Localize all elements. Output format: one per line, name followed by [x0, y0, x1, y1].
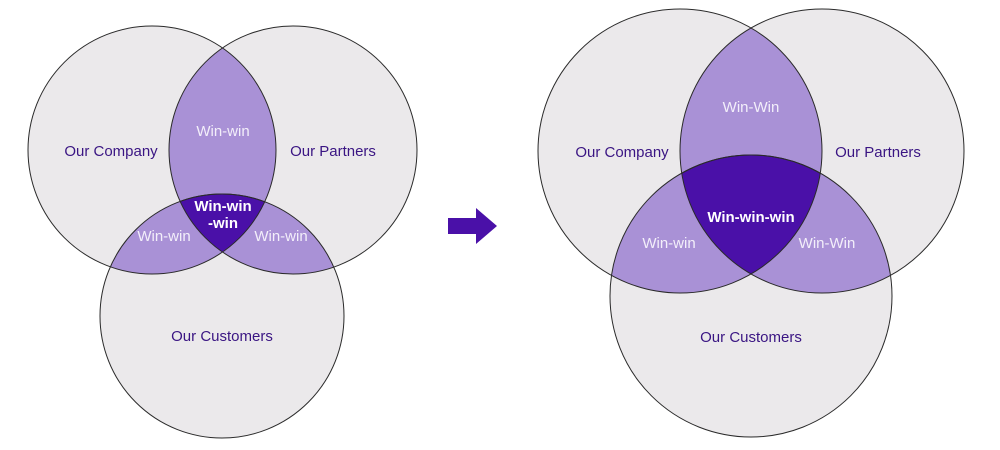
overlap-partners-customers: [169, 194, 344, 274]
label-company-partners: Win-win: [196, 123, 249, 140]
label-company-customers: Win-win: [137, 228, 190, 245]
label-all-three-line1: Win-win: [194, 198, 251, 215]
label-company-customers: Win-win: [642, 235, 695, 252]
label-our-company: Our Company: [575, 144, 669, 161]
venn-before: Our Company Our Partners Our Customers W…: [27, 25, 418, 439]
label-our-company: Our Company: [64, 143, 158, 160]
label-all-three-line2: -win: [208, 215, 238, 232]
overlap-company-customers: [100, 194, 276, 274]
label-partners-customers: Win-Win: [799, 235, 856, 252]
label-partners-customers: Win-win: [254, 228, 307, 245]
label-our-partners: Our Partners: [835, 144, 921, 161]
outline-our-partners: [168, 25, 418, 275]
outline-our-customers: [609, 154, 893, 438]
label-our-customers: Our Customers: [171, 328, 273, 345]
outline-our-company: [537, 8, 823, 294]
label-company-partners: Win-Win: [723, 99, 780, 116]
label-our-customers: Our Customers: [700, 329, 802, 346]
label-our-partners: Our Partners: [290, 143, 376, 160]
outline-our-customers: [99, 193, 345, 439]
outline-our-partners: [679, 8, 965, 294]
outline-our-company: [27, 25, 277, 275]
venn-after: Our Company Our Partners Our Customers W…: [537, 8, 965, 438]
right-arrow-icon: [448, 208, 497, 244]
label-all-three: Win-win-win: [707, 209, 794, 226]
